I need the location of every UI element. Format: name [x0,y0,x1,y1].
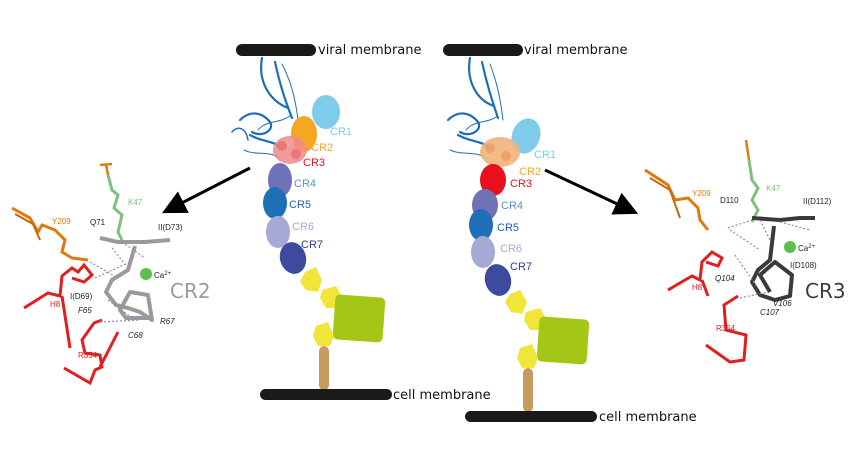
label-q71: Q71 [90,218,106,227]
label-r67: R67 [160,317,175,326]
viral-membrane-bar-right [443,44,523,56]
cr2-panel-title: CR2 [170,279,211,303]
arrow-to-cr2-panel [161,166,251,214]
cr1-label-left: CR1 [330,126,352,138]
cell-membrane-label-right: cell membrane [599,410,697,425]
label-q104: Q104 [715,274,735,283]
residue-stick-r354 [63,318,120,386]
label-d112: II(D112) [803,197,832,206]
cr6-left [266,216,290,248]
label-h8: H8 [50,300,61,309]
calcium-ion-cr3 [784,241,796,253]
cr3-backbone [750,216,815,302]
calcium-label-cr3: Ca2+ [798,244,816,253]
residue-stick-r354-r [705,294,748,364]
residue-stick-k47-orange [99,162,113,176]
cell-membrane-bar-right [465,411,597,422]
residue-stick-h8 [23,262,95,349]
right-schematic: viral membrane CR1 CR2 CR3 CR4 CR5 CR6 C… [443,43,697,425]
residue-stick-y209 [11,206,89,262]
cr6-label-right: CR6 [500,243,522,255]
residue-stick-k47 [106,174,124,241]
cr1-label-right: CR1 [534,149,556,161]
cr7-label-left: CR7 [301,239,323,251]
cell-membrane-bar-left [260,389,392,400]
label-h8-r: H8 [692,283,703,292]
label-k47-r: K47 [766,184,781,193]
cr2-surface-right [480,137,520,167]
residue-stick-k47-r [747,159,760,223]
cr3-label-left: CR3 [303,157,325,169]
cr5-left [263,187,287,219]
label-r354: R354 [78,351,98,360]
label-y209-r: Y209 [692,189,711,198]
label-d73: II(D73) [158,223,183,232]
viral-membrane-label-left: viral membrane [318,43,422,58]
stalk-left [319,346,329,390]
cr3-right [480,164,506,196]
cr7-right [484,264,512,296]
cr7-left [279,242,307,274]
viral-membrane-label-right: viral membrane [524,43,628,58]
label-c68: C68 [128,331,143,340]
cr1-left [312,95,340,129]
egf-domain-3-right [517,344,538,368]
cr7-label-right: CR7 [510,261,532,273]
cr3-detail-panel: Ca2+ K47 Y209 D110 II(D112) I(D108) H8 Q… [644,139,846,364]
beta-propeller-left [332,294,386,343]
cr6-right [471,236,495,268]
cell-membrane-label-left: cell membrane [393,388,491,403]
hydrogen-bonds-cr2 [89,241,146,323]
cr2-label-left: CR2 [311,142,333,154]
label-d108: I(D108) [790,261,817,270]
label-k47: K47 [128,198,143,207]
egf-domain-1-left [300,267,322,292]
stalk-right [523,368,533,412]
arrow-to-cr3-panel [544,168,639,215]
cr4-label-left: CR4 [294,178,316,190]
label-v106: V106 [773,299,792,308]
cr5-label-right: CR5 [497,222,519,234]
cr5-label-left: CR5 [289,199,311,211]
cr5-right [469,209,493,241]
cr6-label-left: CR6 [292,221,314,233]
label-d110: D110 [720,196,739,205]
label-f65: F65 [78,306,92,315]
egf-domain-3-left [313,322,334,346]
cr2-label-right: CR2 [519,166,541,178]
cr1-right [511,118,541,154]
cr2-backbone [99,236,171,322]
viral-membrane-bar-left [236,44,316,56]
cr2-detail-panel: Ca2+ K47 Y209 Q71 II(D73) I(D69) H8 F65 … [11,162,211,386]
label-r354-r: R354 [716,324,736,333]
label-y209: Y209 [52,217,71,226]
cr4-label-right: CR4 [501,200,523,212]
egf-domain-1-right [505,290,527,314]
calcium-label-cr2: Ca2+ [154,271,172,280]
label-c107: C107 [760,308,780,317]
cr3-panel-title: CR3 [805,279,846,303]
label-d69: I(D69) [70,292,93,301]
residue-stick-h8-r [667,250,724,297]
residue-stick-y209-r [644,168,710,231]
beta-propeller-right [536,316,590,365]
cr3-label-right: CR3 [510,178,532,190]
calcium-ion-cr2 [140,268,152,280]
cr3-surface-left [273,136,307,164]
left-schematic: viral membrane CR1 CR2 CR3 CR4 CR5 C [231,43,491,403]
viral-glycoprotein-left [231,56,299,159]
residue-stick-k47-orange-r [744,139,751,161]
hydrogen-bonds-cr3 [727,219,811,299]
